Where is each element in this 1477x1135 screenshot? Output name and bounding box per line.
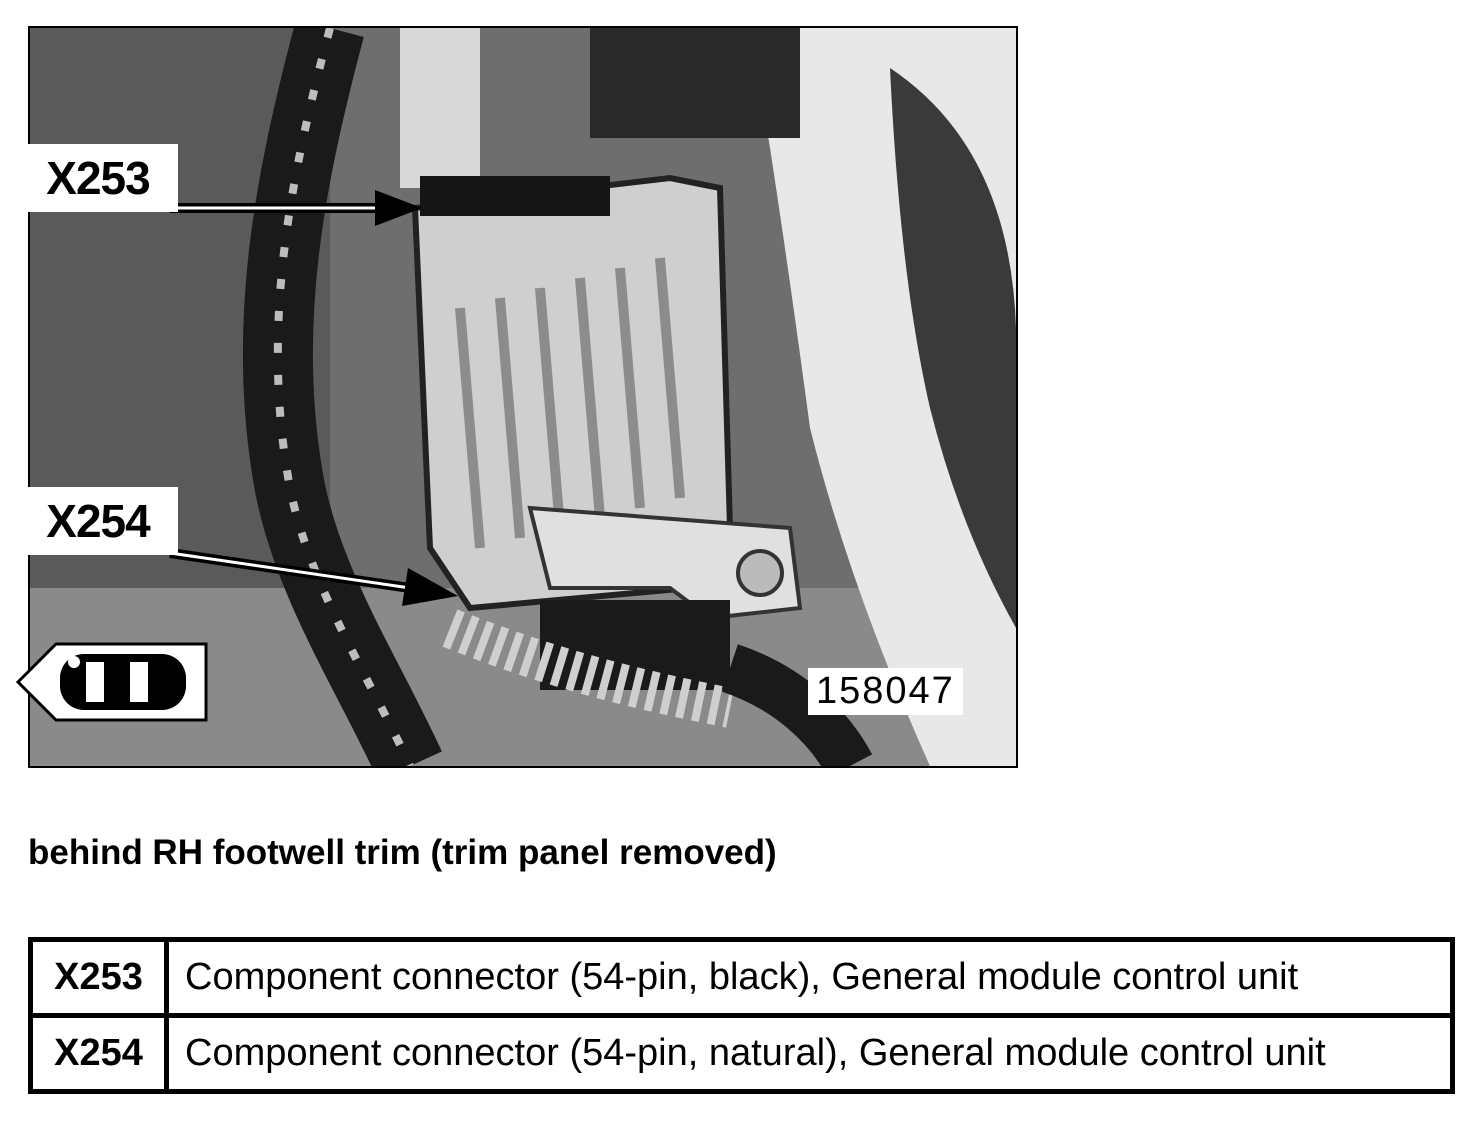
legend-code: X253 [28, 937, 169, 1018]
legend-description: Component connector (54-pin, black), Gen… [164, 937, 1455, 1018]
caption: behind RH footwell trim (trim panel remo… [28, 833, 777, 872]
callout-x254: X254 [18, 487, 178, 555]
table-row: X253 Component connector (54-pin, black)… [28, 937, 1455, 1018]
legend-table: X253 Component connector (54-pin, black)… [28, 937, 1455, 1094]
callout-x253: X253 [18, 144, 178, 212]
photo-number: 158047 [808, 668, 963, 715]
legend-description: Component connector (54-pin, natural), G… [164, 1013, 1455, 1094]
vehicle-top-view-icon [16, 642, 208, 722]
table-row: X254 Component connector (54-pin, natura… [28, 1013, 1455, 1094]
legend-code: X254 [28, 1013, 169, 1094]
